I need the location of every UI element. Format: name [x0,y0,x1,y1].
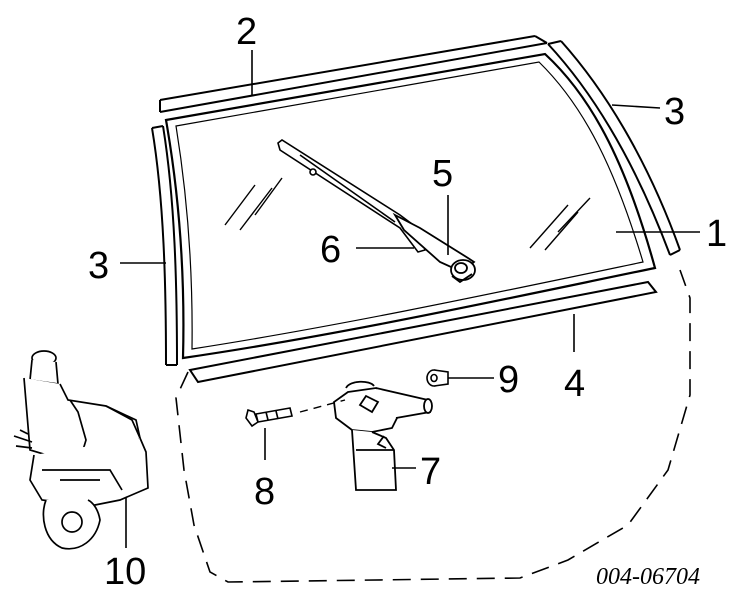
callout-10: 10 [104,551,146,593]
figure-code: 004-06704 [596,564,700,590]
callout-7: 7 [420,451,441,493]
wiper-arm [392,212,476,284]
wiper-motor [333,380,433,491]
callout-3-right: 3 [664,91,685,133]
nut [426,369,449,387]
liftgate-outline [175,269,691,583]
callout-1: 1 [706,213,727,255]
callout-3-left: 3 [88,245,109,287]
lower-molding [188,280,658,384]
leader-3-right [611,104,661,109]
callout-2: 2 [236,11,257,53]
side-molding-right [547,40,681,256]
callout-4: 4 [564,363,585,405]
washer-reservoir [13,350,149,550]
side-molding-left [151,125,178,366]
callout-6: 6 [320,229,341,271]
leader-lines [120,50,700,548]
glass-reflection-marks [224,177,591,251]
callout-9: 9 [498,359,519,401]
upper-molding [159,35,548,113]
rear-glass [164,52,657,360]
callout-5: 5 [432,153,453,195]
motor-attachment-line [299,399,346,413]
wiper-blade [277,139,426,253]
callout-8: 8 [254,471,275,513]
bolt [245,407,293,428]
